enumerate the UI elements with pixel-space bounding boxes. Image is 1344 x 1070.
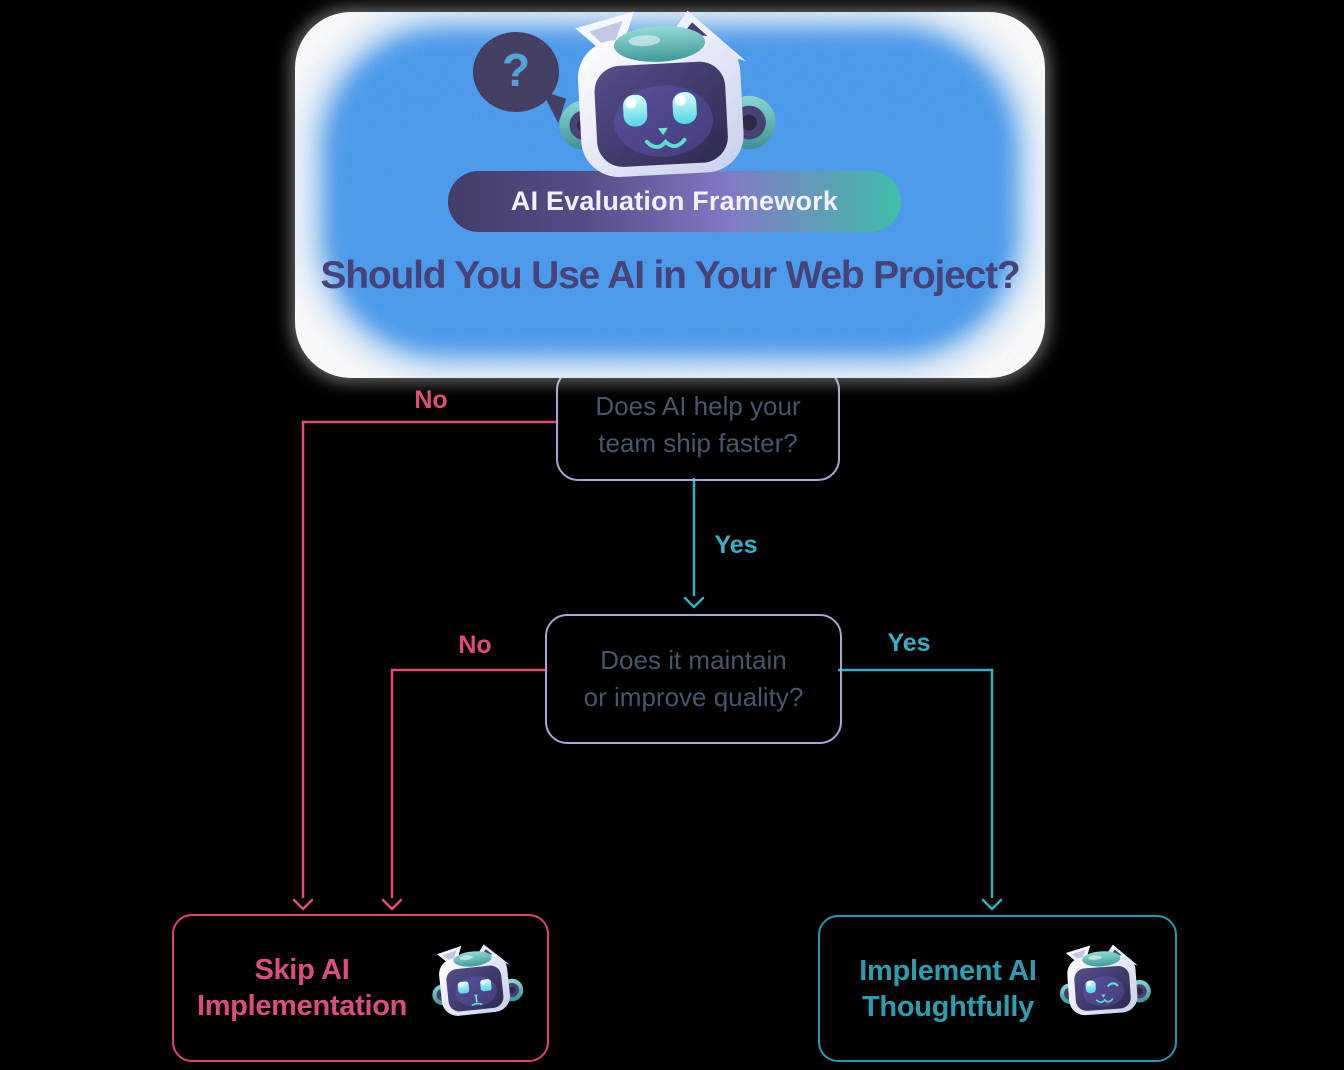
outcome-skip-ai-label: Skip AI Implementation bbox=[182, 916, 422, 1060]
question-mark: ? bbox=[501, 44, 531, 96]
question-mark-bubble-icon: ? bbox=[473, 32, 559, 112]
hero-card: ? AI Evaluation bbox=[295, 10, 1045, 378]
outcome-implement-line-2: Thoughtfully bbox=[862, 990, 1034, 1023]
outcome-skip-line-1: Skip AI bbox=[254, 954, 350, 986]
edge-label-no-2: No bbox=[458, 631, 492, 659]
decision-quality: Does it maintain or improve quality? bbox=[545, 614, 842, 744]
decision-ship-faster-line-2: team ship faster? bbox=[598, 427, 798, 458]
outcome-implement-line-1: Implement AI bbox=[859, 954, 1037, 987]
edge-label-yes-1: Yes bbox=[714, 531, 758, 559]
robot-cat-wink-icon bbox=[1059, 944, 1151, 1016]
framework-badge: AI Evaluation Framework bbox=[448, 171, 901, 232]
decision-ship-faster: Does AI help your team ship faster? bbox=[556, 368, 840, 481]
outcome-implement-ai: Implement AI Thoughtfully bbox=[818, 915, 1177, 1062]
decision-quality-line-2: or improve quality? bbox=[583, 682, 804, 712]
robot-cat-mascot-icon bbox=[559, 10, 776, 177]
edge-label-yes-2: Yes bbox=[887, 629, 931, 657]
decision-quality-line-1: Does it maintain bbox=[600, 645, 787, 675]
decision-ship-faster-line-1: Does AI help your bbox=[595, 390, 801, 421]
framework-badge-label: AI Evaluation Framework bbox=[510, 186, 839, 216]
outcome-skip-line-2: Implementation bbox=[196, 990, 408, 1022]
outcome-skip-ai: Skip AI Implementation bbox=[172, 914, 549, 1062]
page-title: Should You Use AI in Your Web Project? bbox=[320, 254, 1020, 297]
outcome-implement-ai-label: Implement AI Thoughtfully bbox=[828, 917, 1068, 1060]
edge-label-no-1: No bbox=[414, 386, 448, 414]
robot-cat-sad-icon bbox=[432, 944, 524, 1016]
